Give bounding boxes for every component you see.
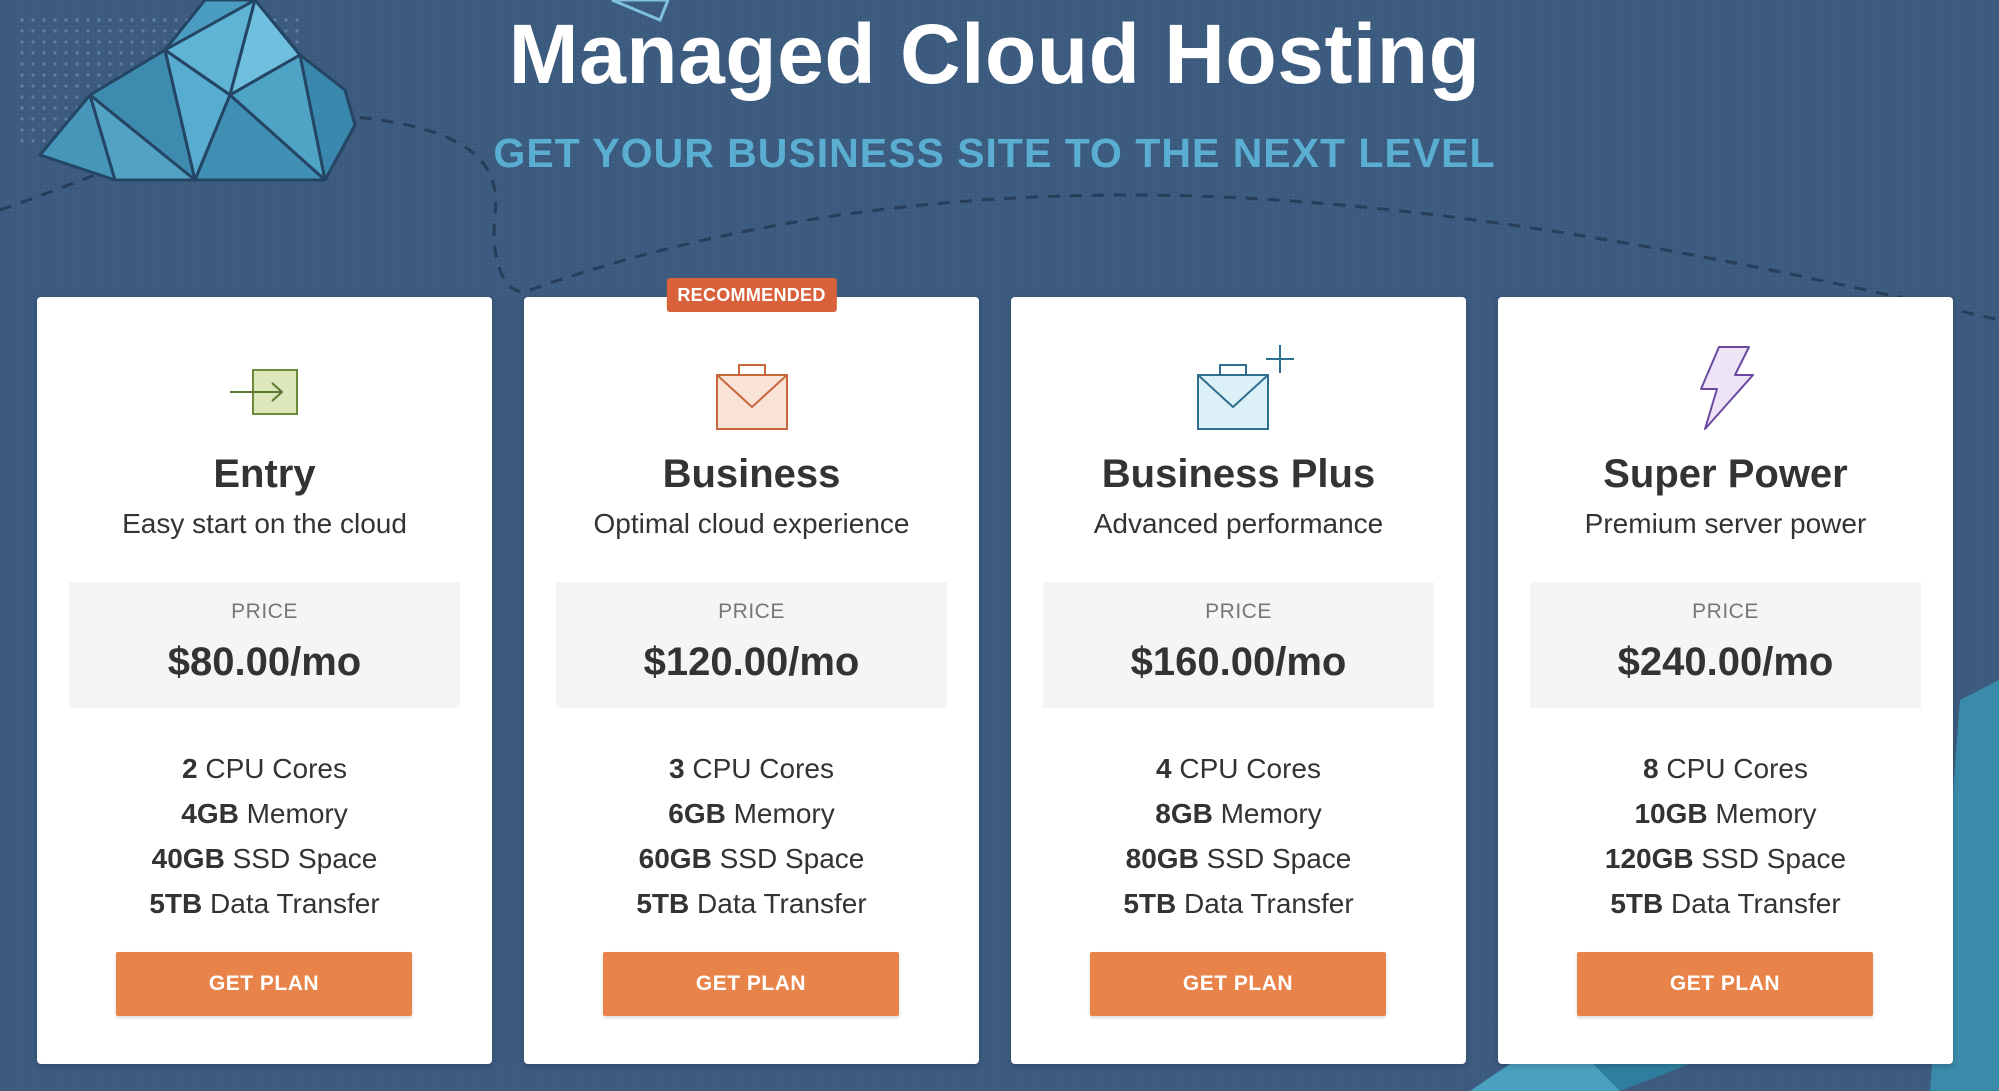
price-value: $160.00/mo bbox=[1130, 640, 1347, 684]
feature-memory: 8GB Memory bbox=[1155, 798, 1322, 829]
price-label: PRICE bbox=[718, 600, 785, 623]
plan-tagline: Optimal cloud experience bbox=[593, 508, 910, 539]
feature-memory: 10GB Memory bbox=[1634, 798, 1817, 829]
get-plan-button-business[interactable]: GET PLAN bbox=[603, 952, 899, 1016]
plan-card-business-plus: Business Plus Advanced performance PRICE… bbox=[1011, 297, 1466, 1064]
page-title: Managed Cloud Hosting bbox=[508, 7, 1481, 101]
plan-card-business: RECOMMENDED Business Optimal cloud exper… bbox=[524, 278, 979, 1064]
feature-list: 3 CPU Cores 6GB Memory 60GB SSD Space 5T… bbox=[524, 746, 979, 926]
plan-name: Super Power bbox=[1603, 452, 1848, 496]
price-box: PRICE $80.00/mo bbox=[69, 582, 460, 708]
price-value: $120.00/mo bbox=[643, 640, 860, 684]
feature-memory: 6GB Memory bbox=[668, 798, 835, 829]
get-plan-button-entry[interactable]: GET PLAN bbox=[116, 952, 412, 1016]
paper-plane-icon bbox=[611, 0, 670, 22]
feature-list: 2 CPU Cores 4GB Memory 40GB SSD Space 5T… bbox=[37, 746, 492, 926]
price-value: $240.00/mo bbox=[1617, 640, 1834, 684]
login-arrow-icon bbox=[229, 369, 298, 415]
price-label: PRICE bbox=[1205, 600, 1272, 623]
plan-tagline: Premium server power bbox=[1584, 508, 1867, 539]
get-plan-button-business-plus[interactable]: GET PLAN bbox=[1090, 952, 1386, 1016]
envelope-briefcase-icon bbox=[715, 364, 788, 430]
plan-name: Business bbox=[662, 452, 841, 496]
envelope-plus-icon bbox=[1196, 345, 1294, 430]
plan-card-super-power: Super Power Premium server power PRICE $… bbox=[1498, 297, 1953, 1064]
plan-name: Entry bbox=[213, 452, 316, 496]
price-box: PRICE $120.00/mo bbox=[556, 582, 947, 708]
feature-ssd: 40GB SSD Space bbox=[151, 843, 378, 874]
feature-ssd: 60GB SSD Space bbox=[638, 843, 865, 874]
feature-memory: 4GB Memory bbox=[181, 798, 348, 829]
feature-transfer: 5TB Data Transfer bbox=[149, 888, 380, 919]
page-subtitle: GET YOUR BUSINESS SITE TO THE NEXT LEVEL bbox=[493, 130, 1496, 176]
price-box: PRICE $160.00/mo bbox=[1043, 582, 1434, 708]
feature-ssd: 120GB SSD Space bbox=[1604, 843, 1847, 874]
feature-transfer: 5TB Data Transfer bbox=[636, 888, 867, 919]
feature-transfer: 5TB Data Transfer bbox=[1123, 888, 1354, 919]
get-plan-button-super-power[interactable]: GET PLAN bbox=[1577, 952, 1873, 1016]
price-label: PRICE bbox=[1692, 600, 1759, 623]
feature-ssd: 80GB SSD Space bbox=[1125, 843, 1352, 874]
feature-list: 4 CPU Cores 8GB Memory 80GB SSD Space 5T… bbox=[1011, 746, 1466, 926]
cloud-illustration bbox=[38, 0, 357, 182]
price-label: PRICE bbox=[231, 600, 298, 623]
feature-list: 8 CPU Cores 10GB Memory 120GB SSD Space … bbox=[1498, 746, 1953, 926]
recommended-badge: RECOMMENDED bbox=[666, 278, 837, 312]
feature-cpu: 4 CPU Cores bbox=[1156, 753, 1321, 784]
price-box: PRICE $240.00/mo bbox=[1530, 582, 1921, 708]
plan-tagline: Advanced performance bbox=[1093, 508, 1384, 539]
plan-name: Business Plus bbox=[1101, 452, 1376, 496]
lightning-bolt-icon bbox=[1699, 346, 1754, 430]
feature-cpu: 2 CPU Cores bbox=[182, 753, 347, 784]
feature-cpu: 3 CPU Cores bbox=[669, 753, 834, 784]
feature-cpu: 8 CPU Cores bbox=[1643, 753, 1808, 784]
price-value: $80.00/mo bbox=[167, 640, 362, 684]
plan-card-entry: Entry Easy start on the cloud PRICE $80.… bbox=[37, 297, 492, 1064]
plan-tagline: Easy start on the cloud bbox=[122, 508, 407, 539]
feature-transfer: 5TB Data Transfer bbox=[1610, 888, 1841, 919]
